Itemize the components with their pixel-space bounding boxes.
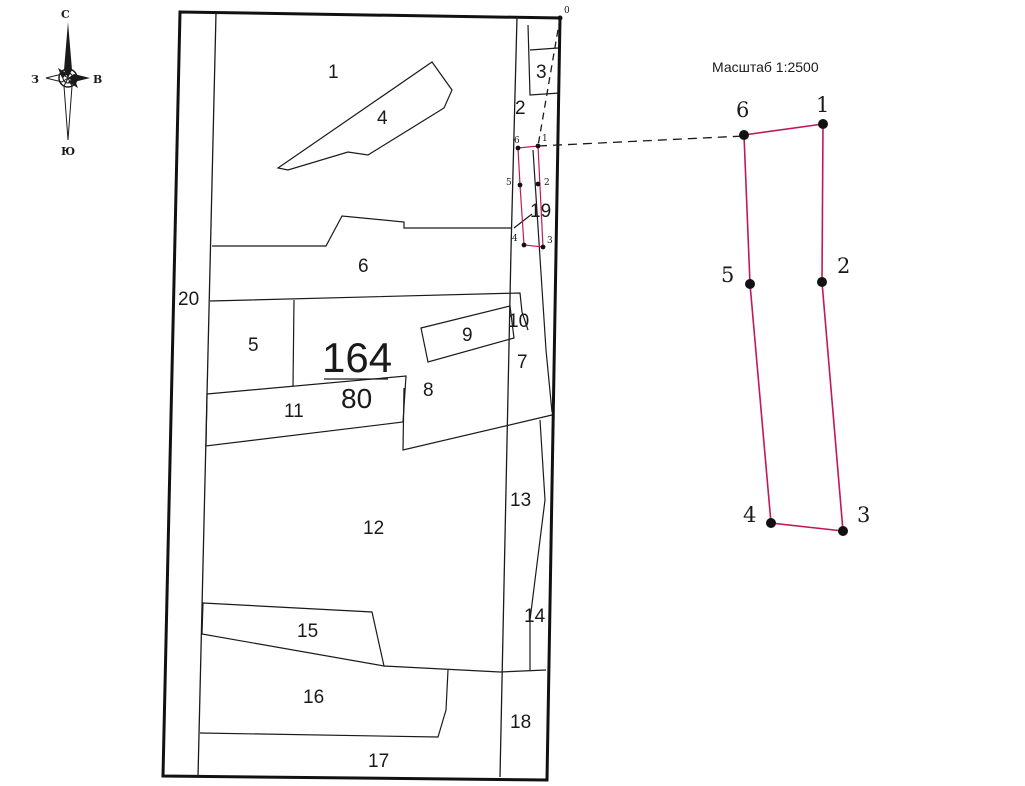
tie-line-origin: [537, 17, 561, 147]
plot-2-boundary: [527, 24, 561, 96]
plot-label-9: 9: [462, 325, 473, 346]
vertex-label-1: 1: [816, 93, 829, 117]
small-vertex-5: 5: [506, 178, 512, 188]
block-number: 164: [322, 334, 392, 381]
plot-label-8: 8: [423, 380, 434, 401]
plot-12-bottom: [383, 665, 501, 673]
plot-9-boundary: [420, 305, 515, 363]
compass-south-label: Ю: [61, 145, 75, 158]
plot-label-16: 16: [303, 687, 324, 708]
parcel-enlarged-vertices: [739, 119, 848, 536]
block-boundary: [161, 10, 562, 782]
small-vertex-2: 2: [544, 178, 550, 188]
plot-label-20: 20: [178, 289, 199, 310]
plot-label-11: 11: [284, 401, 304, 422]
origin-point-label: 0: [564, 6, 570, 16]
parcel-small-outline: [517, 145, 544, 248]
vertex-label-4: 4: [743, 503, 756, 527]
plot-6-bottom: [209, 292, 529, 331]
vertex-label-3: 3: [857, 503, 870, 527]
plot-15-boundary: [201, 602, 385, 667]
plot-label-10: 10: [508, 311, 529, 332]
block-denominator: 80: [341, 383, 372, 414]
plot-7-right: [532, 149, 553, 413]
leader-line-to-enlargement: [537, 135, 745, 147]
plot-label-5: 5: [248, 335, 259, 356]
small-vertex-1: 1: [542, 134, 548, 144]
compass-west-label: З: [31, 73, 39, 86]
scale-label: Масштаб 1:2500: [712, 59, 819, 75]
plot-label-13: 13: [510, 490, 531, 511]
compass-north-label: С: [61, 8, 70, 21]
parcel-small-vertices: [515, 143, 546, 250]
plot-label-6: 6: [358, 256, 369, 277]
plot-5-boundary: [292, 299, 295, 387]
small-vertex-4: 4: [512, 234, 518, 244]
plot-label-12: 12: [363, 518, 384, 539]
plot-label-18: 18: [510, 712, 531, 733]
plot-label-1: 1: [328, 62, 339, 83]
plot-16-boundary: [199, 669, 449, 738]
plot-18-boundary: [499, 669, 547, 673]
plot-label-4: 4: [377, 108, 388, 129]
plot-label-14: 14: [524, 606, 546, 627]
plot-11-boundary: [205, 375, 407, 447]
vertex-label-6: 6: [736, 98, 749, 122]
compass-east-label: В: [93, 73, 102, 86]
right-strip-edge: [499, 16, 518, 778]
plot-label-7: 7: [517, 352, 528, 373]
plot-4-boundary: [276, 61, 453, 171]
plot-13-14-boundary: [529, 419, 546, 670]
plot-label-15: 15: [297, 621, 318, 642]
plot-label-3: 3: [536, 62, 547, 83]
vertex-label-5: 5: [721, 263, 734, 287]
vertex-label-2: 2: [837, 254, 850, 278]
plot-label-2: 2: [515, 98, 526, 119]
small-vertex-6: 6: [514, 136, 520, 146]
small-vertex-3: 3: [547, 236, 553, 246]
plot-label-19: 19: [530, 201, 551, 222]
parcel-enlarged-outline: [743, 123, 844, 532]
compass-rose-icon: [45, 22, 90, 141]
plot-1-6-boundary: [212, 215, 511, 247]
plot-3-boundary: [529, 47, 559, 51]
origin-point-icon: [557, 15, 563, 21]
plot-label-17: 17: [368, 751, 389, 772]
